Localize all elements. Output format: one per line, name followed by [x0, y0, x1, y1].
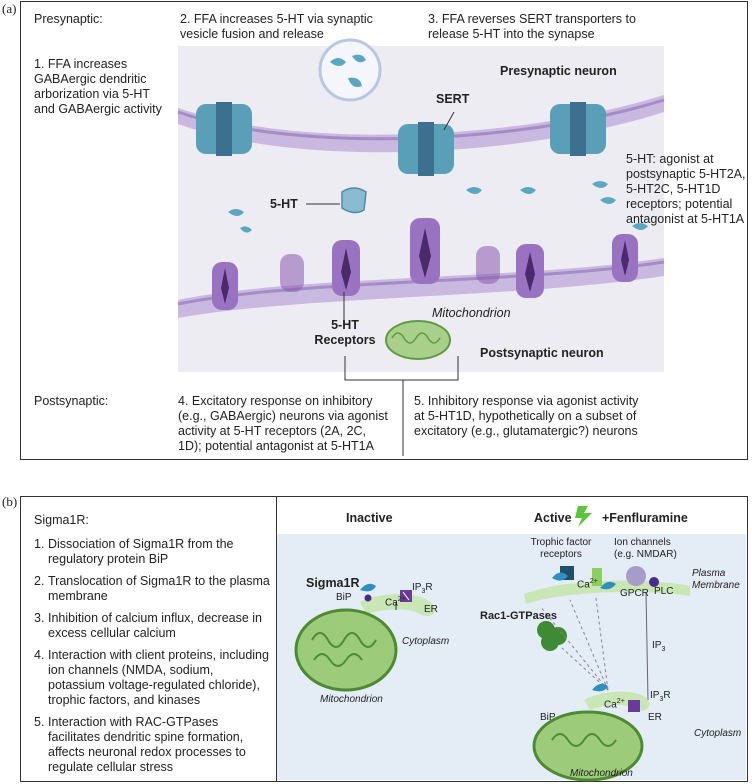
- mitochondrion-a: [385, 320, 451, 360]
- sigma1r-list: 1.Dissociation of Sigma1R from the regul…: [34, 537, 270, 782]
- mitochondrion-inactive: [294, 608, 398, 692]
- serotonin-molecule: [341, 187, 367, 214]
- receptor-2: [280, 254, 304, 292]
- receptors-label: 5-HT Receptors: [314, 318, 376, 347]
- plasma-membrane-label: Plasma Membrane: [692, 568, 740, 591]
- ca-label-active: Ca2+: [604, 698, 625, 711]
- mitochondrion-active: [532, 710, 644, 782]
- mitochondrion-label-active: Mitochondrion: [570, 768, 633, 779]
- rac1-icon: [537, 621, 567, 651]
- synapse-graphic: [177, 38, 665, 456]
- list-item: 5.Interaction with RAC-GTPases facilitat…: [34, 715, 246, 774]
- step-2-text: 2. FFA increases 5-HT via synaptic vesic…: [180, 12, 373, 41]
- panel-a-label: (a): [2, 1, 17, 16]
- bip-label-active: BiP: [540, 712, 556, 723]
- receptor-7: [612, 234, 638, 282]
- sert-label: SERT: [436, 92, 470, 106]
- er-label-active: ER: [648, 712, 662, 723]
- panel-b-label: (b): [2, 494, 18, 509]
- mitochondrion-label-a: Mitochondrion: [432, 306, 511, 320]
- presynaptic-membrane: [178, 95, 664, 153]
- list-item: 2.Translocation of Sigma1R to the plasma…: [34, 574, 270, 603]
- sert-transporter-3: [550, 102, 606, 156]
- synaptic-vesicle: [318, 38, 382, 102]
- er-inactive: [360, 594, 435, 617]
- sigma1r-title: Sigma1R:: [34, 513, 89, 527]
- step-1-text: 1. FFA increases GABAergic dendritic arb…: [34, 57, 162, 116]
- trophic-label: Trophic factor receptors: [530, 537, 592, 560]
- ip3-label: IP3: [652, 640, 666, 653]
- synapse-illustration: [178, 46, 664, 372]
- side-note-text: 5-HT: agonist at postsynaptic 5-HT2A, 5-…: [626, 152, 746, 226]
- er-label-inactive: ER: [424, 604, 438, 615]
- plc-label: PLC: [654, 586, 674, 597]
- list-item: 3.Inhibition of calcium influx, decrease…: [34, 611, 263, 640]
- five-ht-label: 5-HT: [270, 197, 298, 211]
- mitochondrion-label-inactive: Mitochondrion: [320, 694, 383, 705]
- presynaptic-neuron-label: Presynaptic neuron: [500, 64, 617, 78]
- step-5-text: 5. Inhibitory response via agonist activ…: [414, 394, 639, 438]
- cytoplasm-label-inactive: Cytoplasm: [402, 636, 450, 647]
- ca-label-active-top: Ca2+: [577, 578, 598, 591]
- plasma-membrane-active: [524, 580, 690, 604]
- cytoplasm-label-active: Cytoplasm: [694, 728, 742, 739]
- panel-b-divider: [276, 496, 277, 782]
- postsynaptic-label: Postsynaptic:: [34, 394, 109, 408]
- receptor-6: [516, 244, 544, 298]
- receptor-5: [476, 246, 500, 284]
- fenfluramine-heading: +Fenfluramine: [602, 511, 688, 525]
- step-3-text: 3. FFA reverses SERT transporters to rel…: [428, 12, 636, 41]
- receptor-4: [410, 218, 440, 284]
- ca-label-inactive: Ca2+: [385, 596, 406, 609]
- list-item: 4.Interaction with client proteins, incl…: [34, 648, 269, 707]
- presynaptic-label: Presynaptic:: [34, 12, 103, 26]
- ion-channels-label: Ion channels (e.g. NMDAR): [614, 537, 677, 560]
- bip-label-inactive: BiP: [336, 592, 352, 603]
- gpcr-label: GPCR: [620, 588, 649, 599]
- receptor-3: [332, 240, 360, 296]
- postsynaptic-neuron-label: Postsynaptic neuron: [480, 346, 604, 360]
- active-heading: Active: [534, 511, 572, 525]
- list-item: 1.Dissociation of Sigma1R from the regul…: [34, 537, 234, 566]
- sert-transporter-1: [196, 102, 252, 156]
- sigma1r-label: Sigma1R: [306, 576, 360, 590]
- rac1-label: Rac1-GTPases: [480, 610, 558, 622]
- step-4-text: 4. Excitatory response on inhibitory (e.…: [178, 394, 388, 453]
- gpcr-icon: [626, 566, 646, 586]
- ip3r-label-inactive: IP3R: [412, 582, 433, 595]
- inactive-heading: Inactive: [346, 511, 393, 525]
- sert-transporter-2: [398, 122, 454, 176]
- receptor-1: [212, 262, 238, 310]
- lightning-icon: [575, 506, 592, 527]
- ip3r-label-active: IP3R: [650, 690, 671, 703]
